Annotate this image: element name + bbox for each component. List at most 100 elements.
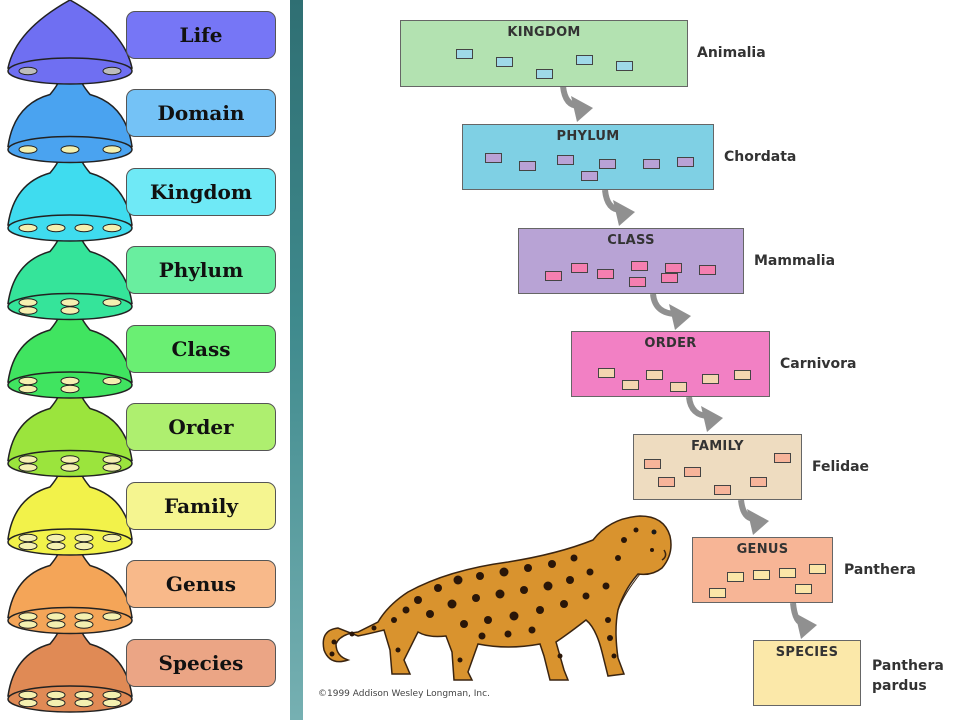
classification-flow-panel: KINGDOM PHYLUM CLASS ORDER FAMILY GENUS … bbox=[303, 0, 960, 720]
taxon-felidae: Felidae bbox=[812, 459, 870, 475]
group-chip bbox=[774, 453, 791, 463]
box-title-kingdom: KINGDOM bbox=[507, 25, 581, 40]
group-oval bbox=[18, 66, 38, 76]
flow-arrow-head bbox=[613, 200, 635, 226]
group-oval bbox=[74, 533, 94, 543]
group-oval bbox=[46, 698, 66, 708]
group-oval bbox=[18, 306, 38, 315]
group-oval bbox=[18, 298, 38, 307]
panel-divider bbox=[290, 0, 303, 720]
group-oval bbox=[46, 533, 66, 543]
group-oval bbox=[102, 145, 122, 154]
group-oval bbox=[102, 223, 122, 233]
group-chip bbox=[519, 161, 536, 171]
stack-level-order bbox=[7, 389, 133, 478]
rank-label-genus: Genus bbox=[126, 560, 276, 608]
group-oval bbox=[46, 620, 66, 629]
flow-arrows bbox=[560, 85, 817, 639]
flow-arrow-head bbox=[747, 509, 769, 535]
group-oval bbox=[102, 376, 122, 386]
rank-label-class: Class bbox=[126, 325, 276, 373]
rank-label-kingdom: Kingdom bbox=[126, 168, 276, 216]
group-chip bbox=[616, 61, 633, 71]
group-chip bbox=[714, 485, 731, 495]
group-oval bbox=[46, 223, 66, 233]
group-chip bbox=[496, 57, 513, 67]
rank-label-species: Species bbox=[126, 639, 276, 687]
group-chip bbox=[702, 374, 719, 384]
box-title-genus: GENUS bbox=[736, 542, 789, 557]
group-oval bbox=[74, 541, 94, 551]
leopard-illustration bbox=[322, 515, 672, 681]
box-class: CLASS bbox=[518, 228, 744, 294]
group-oval bbox=[18, 145, 38, 154]
group-oval bbox=[102, 298, 122, 307]
taxon-chordata: Chordata bbox=[724, 149, 797, 165]
rank-label-family: Family bbox=[126, 482, 276, 530]
group-oval bbox=[18, 223, 38, 233]
flow-arrow-head bbox=[701, 406, 723, 432]
group-chip bbox=[571, 263, 588, 273]
group-oval bbox=[60, 376, 80, 386]
box-title-species: SPECIES bbox=[775, 645, 839, 660]
stack-level-kingdom bbox=[7, 154, 133, 242]
group-oval bbox=[60, 145, 80, 154]
group-oval bbox=[18, 384, 38, 394]
group-chip bbox=[734, 370, 751, 380]
group-oval bbox=[46, 690, 66, 700]
group-chip bbox=[677, 157, 694, 167]
flow-arrow-head bbox=[795, 613, 817, 639]
rank-label-life: Life bbox=[126, 11, 276, 59]
group-oval bbox=[102, 612, 122, 621]
group-oval bbox=[74, 223, 94, 233]
group-chip bbox=[646, 370, 663, 380]
group-oval bbox=[18, 698, 38, 708]
group-oval bbox=[102, 66, 122, 76]
box-title-phylum: PHYLUM bbox=[556, 129, 620, 144]
group-oval bbox=[18, 533, 38, 543]
group-chip bbox=[670, 382, 687, 392]
group-oval bbox=[74, 698, 94, 708]
rank-label-order: Order bbox=[126, 403, 276, 451]
group-oval bbox=[60, 463, 80, 472]
group-chip bbox=[597, 269, 614, 279]
group-oval bbox=[74, 612, 94, 621]
nested-ranks-illustration bbox=[7, 0, 133, 713]
group-chip bbox=[684, 467, 701, 477]
group-chip bbox=[795, 584, 812, 594]
group-chip bbox=[727, 572, 744, 582]
group-oval bbox=[102, 698, 122, 708]
group-oval bbox=[46, 612, 66, 621]
group-chip bbox=[665, 263, 682, 273]
group-chip bbox=[644, 459, 661, 469]
box-species: SPECIES bbox=[753, 640, 861, 706]
flow-arrow-head bbox=[571, 96, 593, 122]
stack-level-domain bbox=[7, 75, 133, 164]
group-chip bbox=[456, 49, 473, 59]
group-chip bbox=[576, 55, 593, 65]
group-oval bbox=[18, 455, 38, 464]
group-chip bbox=[809, 564, 826, 574]
group-chip bbox=[658, 477, 675, 487]
group-chip bbox=[581, 171, 598, 181]
group-oval bbox=[18, 690, 38, 700]
group-oval bbox=[60, 306, 80, 315]
group-chip bbox=[699, 265, 716, 275]
group-oval bbox=[102, 455, 122, 464]
group-chip bbox=[536, 69, 553, 79]
group-chip bbox=[779, 568, 796, 578]
group-chip bbox=[599, 159, 616, 169]
stack-level-class bbox=[7, 311, 133, 399]
group-oval bbox=[18, 541, 38, 551]
stack-level-family bbox=[7, 468, 133, 556]
group-chip bbox=[631, 261, 648, 271]
rank-label-phylum: Phylum bbox=[126, 246, 276, 294]
copyright-notice: ©1999 Addison Wesley Longman, Inc. bbox=[318, 689, 490, 699]
group-chip bbox=[622, 380, 639, 390]
box-kingdom: KINGDOM bbox=[400, 20, 688, 87]
flow-arrow-head bbox=[669, 304, 691, 330]
taxon-animalia: Animalia bbox=[697, 45, 766, 61]
taxon-panthera-pardus: Panthera pardus bbox=[872, 658, 944, 694]
taxon-mammalia: Mammalia bbox=[754, 253, 836, 269]
box-family: FAMILY bbox=[633, 434, 802, 500]
